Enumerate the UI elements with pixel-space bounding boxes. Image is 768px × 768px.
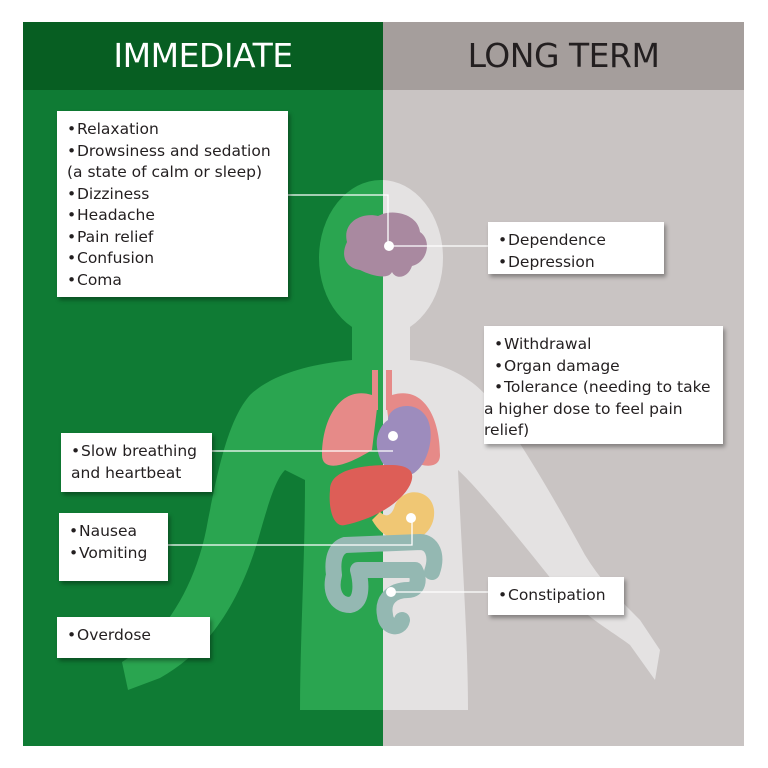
immediate-brain-box: Relaxation Drowsiness and sedation (a st…: [57, 111, 288, 297]
effect-item: Pain relief: [67, 227, 278, 249]
effect-item-continuation: a higher dose to feel pain: [484, 399, 683, 418]
effect-item: Nausea: [69, 521, 158, 543]
effect-item: Constipation: [498, 585, 614, 607]
effect-item: Coma: [67, 270, 278, 292]
effect-item: Depression: [498, 252, 654, 274]
intestine-icon: [324, 537, 426, 635]
effect-item: Headache: [67, 205, 278, 227]
effect-item: Slow breathing: [71, 441, 202, 463]
stomach-icon: [372, 492, 435, 541]
effect-item-continuation: and heartbeat: [71, 463, 182, 482]
effect-item: Withdrawal: [494, 334, 713, 356]
effect-item: Tolerance (needing to take: [494, 377, 713, 399]
lungs-icon: [322, 372, 378, 466]
effect-item: Overdose: [67, 625, 200, 647]
heart-icon: [376, 406, 431, 476]
immediate-stomach-box: Nausea Vomiting: [59, 513, 168, 581]
immediate-heart-box: Slow breathing and heartbeat: [61, 433, 212, 492]
long-term-header: LONG TERM: [383, 22, 744, 90]
effect-item: Organ damage: [494, 356, 713, 378]
effect-item-continuation: (a state of calm or sleep): [67, 163, 263, 181]
effect-item: Dizziness: [67, 184, 278, 206]
effect-item: Confusion: [67, 248, 278, 270]
effect-item-continuation: relief): [484, 421, 530, 439]
liver-icon: [329, 465, 413, 526]
effect-item: Dependence: [498, 230, 654, 252]
long-term-brain-box: Dependence Depression: [488, 222, 664, 274]
long-term-intestine-box: Constipation: [488, 577, 624, 615]
effect-item: Relaxation: [67, 119, 278, 141]
immediate-header: IMMEDIATE: [23, 22, 383, 90]
effect-item: Drowsiness and sedation: [67, 141, 278, 163]
long-term-body-box: Withdrawal Organ damage Tolerance (needi…: [484, 326, 723, 444]
immediate-overdose-box: Overdose: [57, 617, 210, 658]
effect-item: Vomiting: [69, 543, 158, 565]
